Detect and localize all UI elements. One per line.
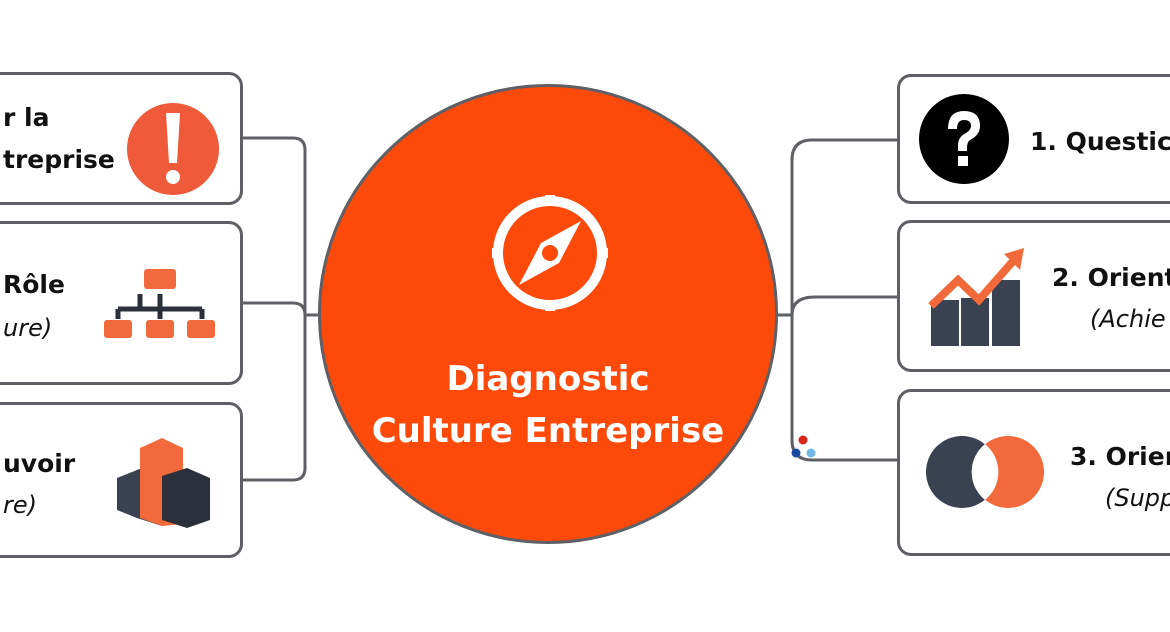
node-title: 3. Orien xyxy=(1070,442,1170,471)
left-node-1: r la treprise xyxy=(0,72,243,205)
center-title-line2: Culture Entreprise xyxy=(371,411,725,451)
exclamation-icon xyxy=(127,103,219,195)
right-node-1: 1. Questic xyxy=(897,74,1170,204)
question-icon xyxy=(919,94,1009,184)
left-node-2: Rôle ure) xyxy=(0,221,243,385)
node-title: 2. Orient xyxy=(1052,263,1170,292)
growth-chart-icon xyxy=(928,248,1024,346)
left-node-3: uvoir re) xyxy=(0,402,243,558)
dot-lightblue xyxy=(806,448,816,458)
right-node-3: 3. Orien (Supp xyxy=(897,389,1170,556)
blocks-icon xyxy=(117,438,210,528)
right-node-2: 2. Orient (Achie xyxy=(897,220,1170,372)
center-title-line1: Diagnostic xyxy=(446,359,650,399)
node-subtitle: ure) xyxy=(3,314,53,342)
node-subtitle: (Achie xyxy=(1090,305,1166,333)
node-title: Rôle xyxy=(3,270,65,299)
org-chart-icon xyxy=(104,269,215,338)
dot-blue xyxy=(791,448,801,458)
overlap-circles-icon xyxy=(926,436,1044,508)
node-title: uvoir xyxy=(3,449,76,478)
center-node: Diagnostic Culture Entreprise xyxy=(318,84,778,544)
node-title: treprise xyxy=(3,145,115,174)
node-subtitle: re) xyxy=(3,491,37,519)
node-title: r la xyxy=(3,103,50,132)
node-subtitle: (Supp xyxy=(1105,484,1170,512)
compass-icon xyxy=(492,195,608,311)
node-title: 1. Questic xyxy=(1030,127,1170,156)
dot-red xyxy=(798,435,808,445)
